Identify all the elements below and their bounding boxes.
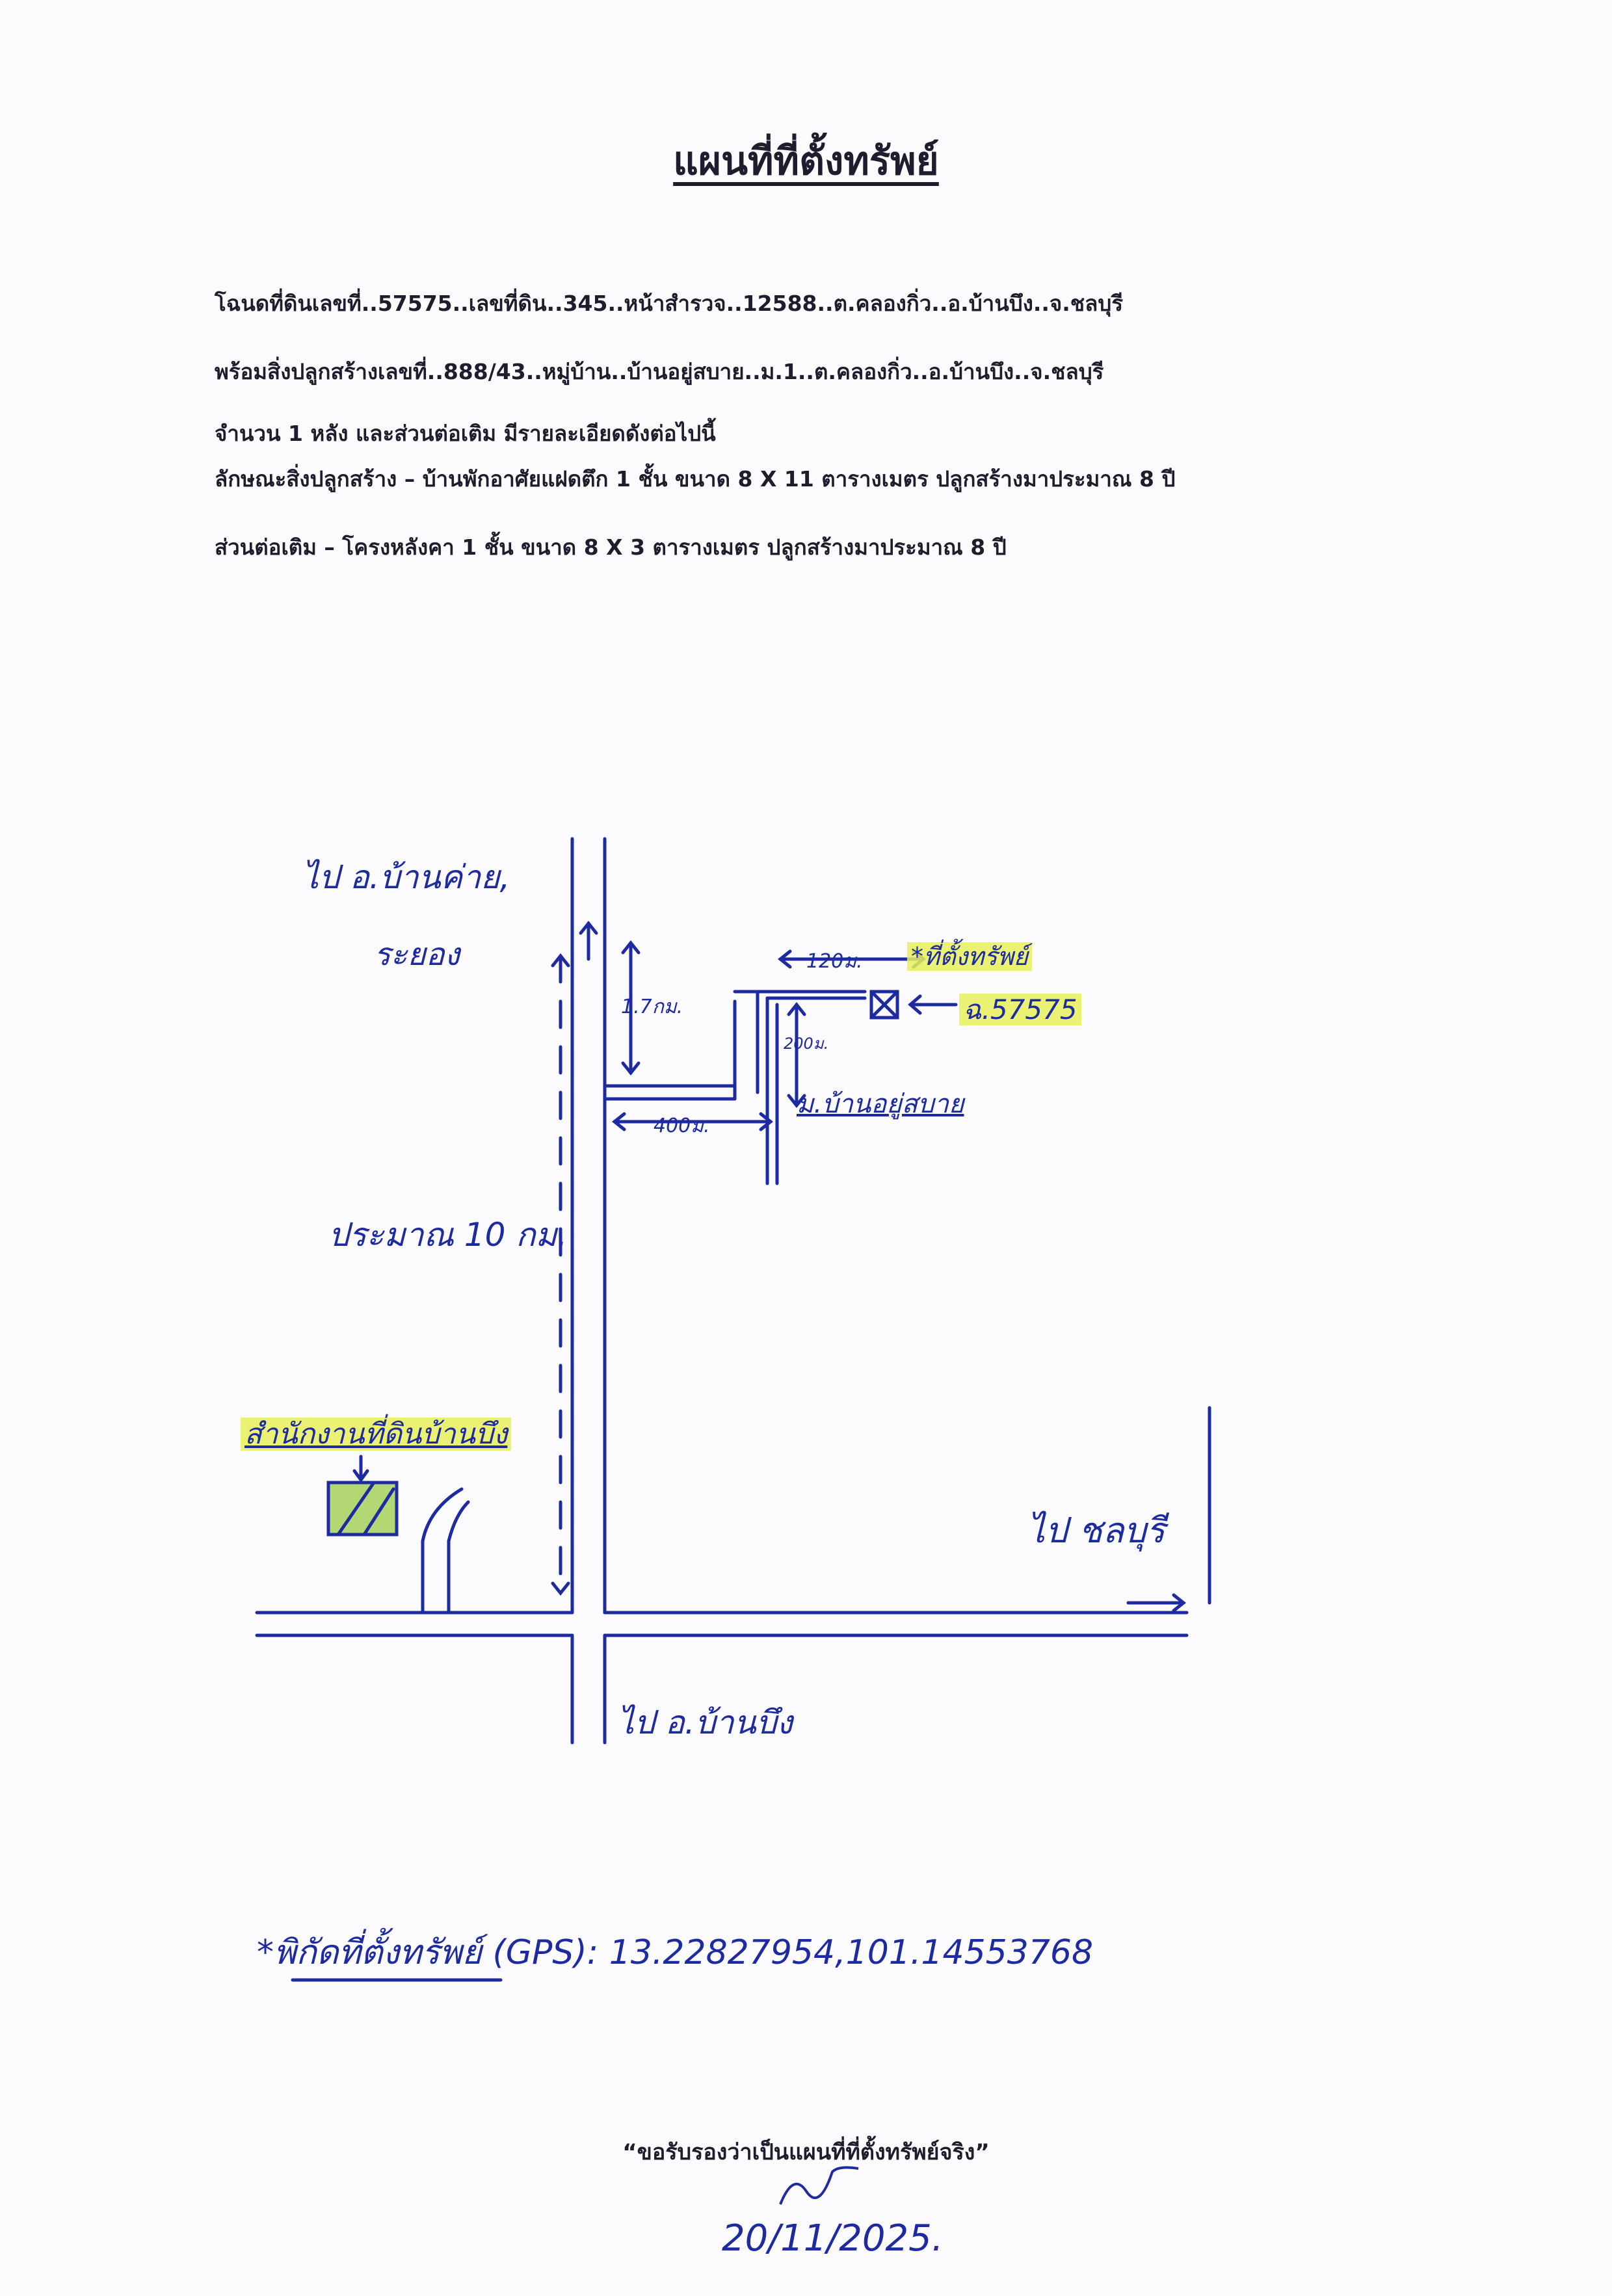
page-title: แผนที่ที่ตั้งทรัพย์ xyxy=(673,139,939,184)
label-rayong: ระยอง xyxy=(374,936,460,973)
label-distance-200m: 200ม. xyxy=(784,1035,829,1053)
label-to-ban-bueng: ไป อ.บ้านบึง xyxy=(618,1704,793,1741)
extension-line: ส่วนต่อเติม – โครงหลังคา 1 ชั้น ขนาด 8 X… xyxy=(215,534,1007,560)
label-distance-400m: 400ม. xyxy=(654,1115,710,1137)
certification-text: “ขอรับรองว่าเป็นแผนที่ที่ตั้งทรัพย์จริง” xyxy=(622,2139,990,2165)
label-approx-10km: ประมาณ 10 กม. xyxy=(328,1216,568,1254)
label-to-chonburi: ไป ชลบุรี xyxy=(1027,1510,1165,1551)
deed-info-line: โฉนดที่ดินเลขที่..57575..เลขที่ดิน..345.… xyxy=(215,291,1124,316)
gps-coordinates: *พิกัดที่ตั้งทรัพย์ (GPS): 13.22827954,1… xyxy=(257,1933,1094,1972)
building-type-line: ลักษณะสิ่งปลูกสร้าง – บ้านพักอาศัยแฝดตึก… xyxy=(215,466,1176,492)
signature-mark xyxy=(779,2166,859,2205)
land-office-label: สำนักงานที่ดินบ้านบึง xyxy=(241,1411,512,1457)
label-distance-1-7km: 1.7กม. xyxy=(621,996,683,1018)
building-info-line: พร้อมสิ่งปลูกสร้างเลขที่..888/43..หมู่บ้… xyxy=(215,359,1104,384)
label-distance-120m: 120ม. xyxy=(806,950,863,973)
deed-number-label: ฉ.57575 xyxy=(959,988,1081,1031)
signature-date: 20/11/2025. xyxy=(722,2217,944,2260)
label-to-ban-khai: ไป อ.บ้านค่าย, xyxy=(302,858,510,896)
village-label: ม.บ้านอยู่สบาย xyxy=(797,1089,964,1119)
quantity-line: จำนวน 1 หลัง และส่วนต่อเติม มีรายละเอียด… xyxy=(215,421,716,446)
property-label: *ที่ตั้งทรัพย์ xyxy=(907,936,1033,976)
